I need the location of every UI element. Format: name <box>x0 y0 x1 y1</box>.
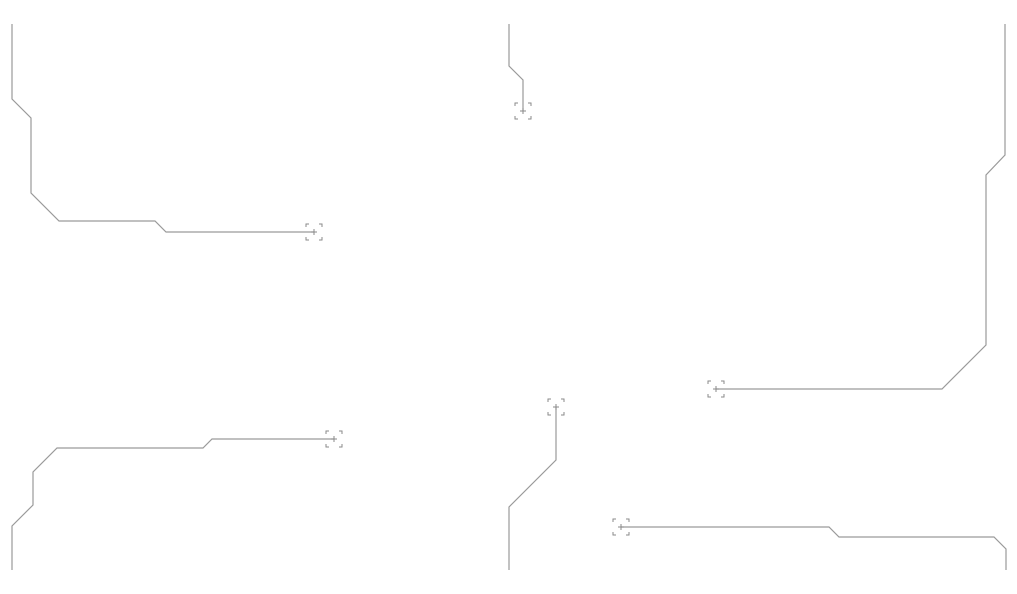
connector-3[interactable] <box>707 24 1006 398</box>
connector-line[interactable] <box>508 24 524 111</box>
connector-1[interactable] <box>11 24 323 241</box>
crosshair-target-icon[interactable] <box>612 518 630 536</box>
connector-line[interactable] <box>508 407 557 570</box>
connector-line[interactable] <box>11 24 314 233</box>
connector-line[interactable] <box>11 438 334 570</box>
connector-line[interactable] <box>716 24 1006 390</box>
crosshair-target-icon[interactable] <box>707 380 725 398</box>
connector-line[interactable] <box>621 526 1007 570</box>
connector-4[interactable] <box>11 430 343 570</box>
connector-5[interactable] <box>508 398 565 570</box>
crosshair-target-icon[interactable] <box>305 223 323 241</box>
crosshair-target-icon[interactable] <box>325 430 343 448</box>
connector-6[interactable] <box>612 518 1007 570</box>
crosshair-target-icon[interactable] <box>547 398 565 416</box>
connector-2[interactable] <box>508 24 532 120</box>
crosshair-target-icon[interactable] <box>514 102 532 120</box>
